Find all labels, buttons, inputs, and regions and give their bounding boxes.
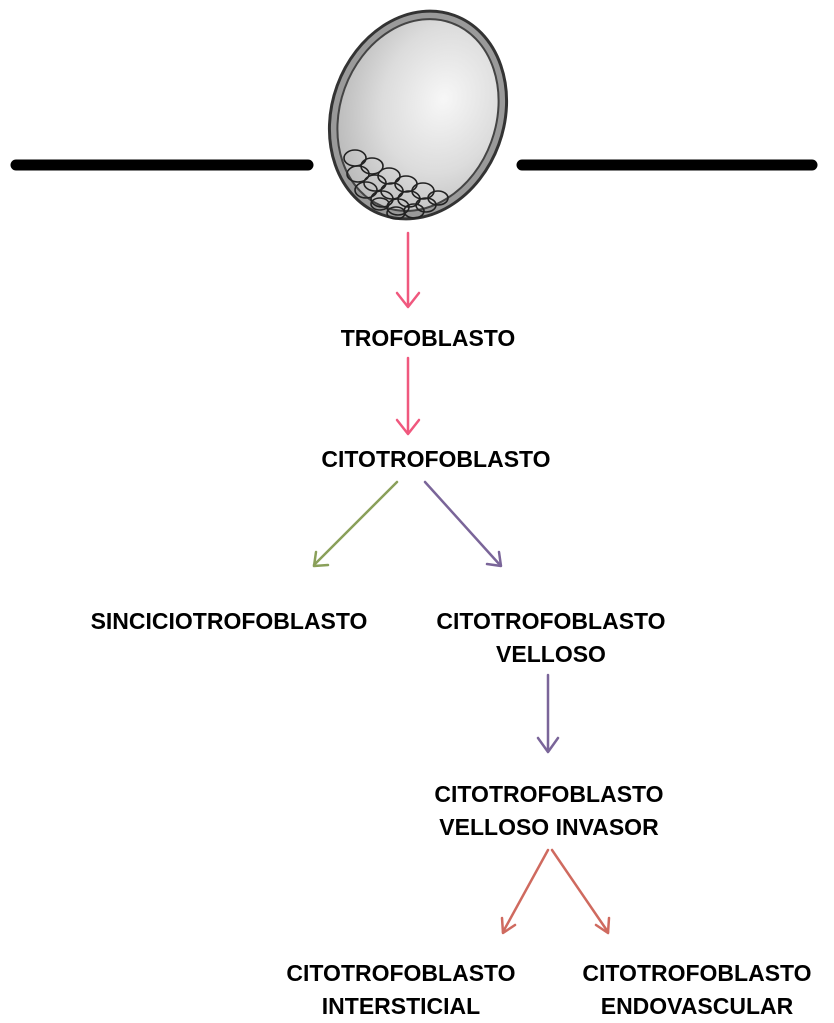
node-citotrofoblasto-endovascular: CITOTROFOBLASTO ENDOVASCULAR (582, 957, 811, 1023)
node-citotrofoblasto-velloso-line1: CITOTROFOBLASTO (436, 605, 665, 638)
node-citotrofoblasto-velloso-line2: VELLOSO (436, 638, 665, 671)
node-citotrofoblasto-intersticial-line2: INTERSTICIAL (286, 990, 515, 1023)
node-citotrofoblasto-velloso-invasor-line2: VELLOSO INVASOR (434, 811, 663, 844)
node-trofoblasto: TROFOBLASTO (341, 322, 516, 355)
arrow-trofoblasto-to-citotrofoblasto (397, 358, 419, 434)
node-citotrofoblasto-velloso-invasor: CITOTROFOBLASTO VELLOSO INVASOR (434, 778, 663, 844)
node-sinciciotrofoblasto-label: SINCICIOTROFOBLASTO (91, 605, 368, 638)
node-citotrofoblasto: CITOTROFOBLASTO (321, 443, 550, 476)
node-citotrofoblasto-velloso-invasor-line1: CITOTROFOBLASTO (434, 778, 663, 811)
arrow-velloso-to-invasor (538, 675, 558, 752)
arrow-to-citotrofoblasto-velloso (425, 482, 501, 566)
node-sinciciotrofoblasto: SINCICIOTROFOBLASTO (91, 605, 368, 638)
arrow-to-intersticial (502, 850, 548, 933)
node-citotrofoblasto-velloso: CITOTROFOBLASTO VELLOSO (436, 605, 665, 671)
node-citotrofoblasto-label: CITOTROFOBLASTO (321, 443, 550, 476)
arrow-to-endovascular (552, 850, 609, 933)
node-citotrofoblasto-intersticial-line1: CITOTROFOBLASTO (286, 957, 515, 990)
arrow-blastocyst-to-trofoblasto (397, 233, 419, 307)
arrow-to-sinciciotrofoblasto (314, 482, 397, 566)
node-citotrofoblasto-endovascular-line2: ENDOVASCULAR (582, 990, 811, 1023)
node-citotrofoblasto-endovascular-line1: CITOTROFOBLASTO (582, 957, 811, 990)
node-trofoblasto-label: TROFOBLASTO (341, 322, 516, 355)
node-citotrofoblasto-intersticial: CITOTROFOBLASTO INTERSTICIAL (286, 957, 515, 1023)
blastocyst-icon (301, 0, 535, 244)
